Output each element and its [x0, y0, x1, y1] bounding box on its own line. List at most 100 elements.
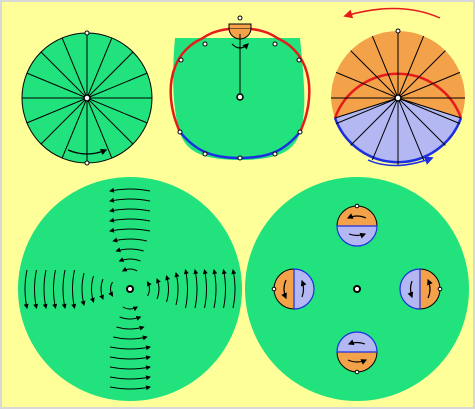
spokes [331, 31, 465, 165]
flow-arrow-icon [115, 247, 144, 253]
flow-arrow-icon [121, 266, 138, 272]
spoke [350, 50, 399, 99]
flow-arrow-icon [165, 275, 171, 303]
spoke [26, 72, 88, 99]
divider-line [334, 97, 399, 119]
flow-arrow-icon [109, 197, 151, 203]
flow-arrows [23, 187, 237, 391]
flow-arrow-icon [109, 355, 151, 361]
hub-icon [236, 93, 244, 101]
eddy [399, 268, 443, 310]
flow-arrow-icon [109, 227, 151, 233]
spoke [397, 97, 425, 161]
rotation-arrow-icon [67, 149, 108, 156]
flow-arrow-icon [109, 365, 151, 371]
node-icon [237, 15, 243, 21]
flow-arrow-icon [112, 237, 147, 243]
nodes [177, 15, 303, 161]
spoke [86, 97, 148, 124]
node-icon [177, 129, 183, 135]
flow-arrow-icon [202, 269, 208, 309]
spoke [371, 35, 399, 99]
eddy-arrow-icon [346, 213, 367, 219]
node-icon [84, 160, 90, 166]
node-icon [237, 155, 243, 161]
flow-arrow-icon [109, 345, 151, 351]
spoke [40, 51, 88, 99]
eddy-arrow-icon [348, 232, 367, 239]
flow-arrow-icon [122, 306, 139, 312]
node-icon [297, 129, 303, 135]
spoke [371, 97, 399, 161]
hub-icon [83, 94, 91, 102]
flow-arrow-icon [61, 269, 67, 309]
spoke [61, 37, 88, 99]
eddy [271, 268, 315, 310]
spoke [397, 97, 461, 125]
spoke [335, 97, 399, 125]
node-icon [272, 151, 278, 157]
eddy-arrow-icon [407, 280, 414, 299]
spoke [397, 50, 446, 99]
flow-arrow-icon [116, 325, 145, 331]
spoke [40, 97, 88, 145]
panel-four-eddy-disc [245, 177, 469, 401]
spoke [335, 71, 399, 99]
panel-spoked-disc [21, 30, 153, 166]
flow-arrow-icon [119, 316, 142, 321]
spoke [86, 97, 113, 159]
flow-arrow-icon [108, 281, 113, 297]
blue-rotation-arrow-icon [367, 156, 434, 167]
spoke [397, 71, 461, 99]
hub-icon [126, 285, 134, 293]
node-icon [395, 28, 401, 34]
node-icon [202, 41, 208, 47]
node-icon [272, 41, 278, 47]
flow-arrow-icon [52, 269, 58, 309]
node-icon [178, 57, 184, 63]
panel-lobe-disc [169, 15, 311, 161]
flow-arrow-icon [221, 269, 227, 309]
node-icon [84, 30, 90, 36]
panel-half-shaded-disc [331, 7, 465, 167]
spoke [86, 72, 148, 99]
flow-arrow-icon [193, 269, 199, 309]
eddy-arrow-icon [300, 279, 307, 298]
eddy [336, 331, 378, 375]
eddy-arrow-icon [427, 278, 433, 299]
node-icon [296, 57, 302, 63]
node-icon [354, 369, 360, 375]
flow-arrow-icon [71, 269, 77, 309]
eddy [336, 203, 378, 247]
spoke [397, 35, 425, 99]
eddy-arrow-icon [281, 279, 287, 300]
spoke [86, 97, 134, 145]
flow-arrow-icon [99, 278, 104, 300]
flow-arrow-icon [109, 207, 151, 213]
panel-cross-flow-disc [18, 177, 242, 401]
flow-arrow-icon [33, 269, 39, 309]
flow-arrow-icon [212, 269, 218, 309]
flow-arrow-icon [147, 281, 152, 297]
flow-arrow-icon [183, 269, 189, 309]
spoke [397, 97, 446, 146]
hub-icon [353, 285, 361, 293]
eddy-arrow-icon [347, 359, 368, 365]
hub-icon [394, 94, 402, 102]
flow-arrow-icon [109, 375, 151, 381]
flow-arrow-icon [174, 272, 180, 306]
flow-arrow-icon [42, 269, 48, 309]
spokes [22, 33, 152, 163]
node-icon [437, 286, 443, 292]
node-icon [354, 203, 360, 209]
eddies [271, 203, 443, 375]
node-icon [271, 286, 277, 292]
spoke [86, 37, 113, 99]
flow-arrow-icon [89, 275, 95, 303]
flow-arrow-icon [109, 385, 151, 391]
flow-arrow-icon [23, 269, 29, 309]
small-rotation-arrow-icon [231, 43, 249, 50]
spoke [86, 51, 134, 99]
flow-arrow-icon [113, 335, 148, 341]
